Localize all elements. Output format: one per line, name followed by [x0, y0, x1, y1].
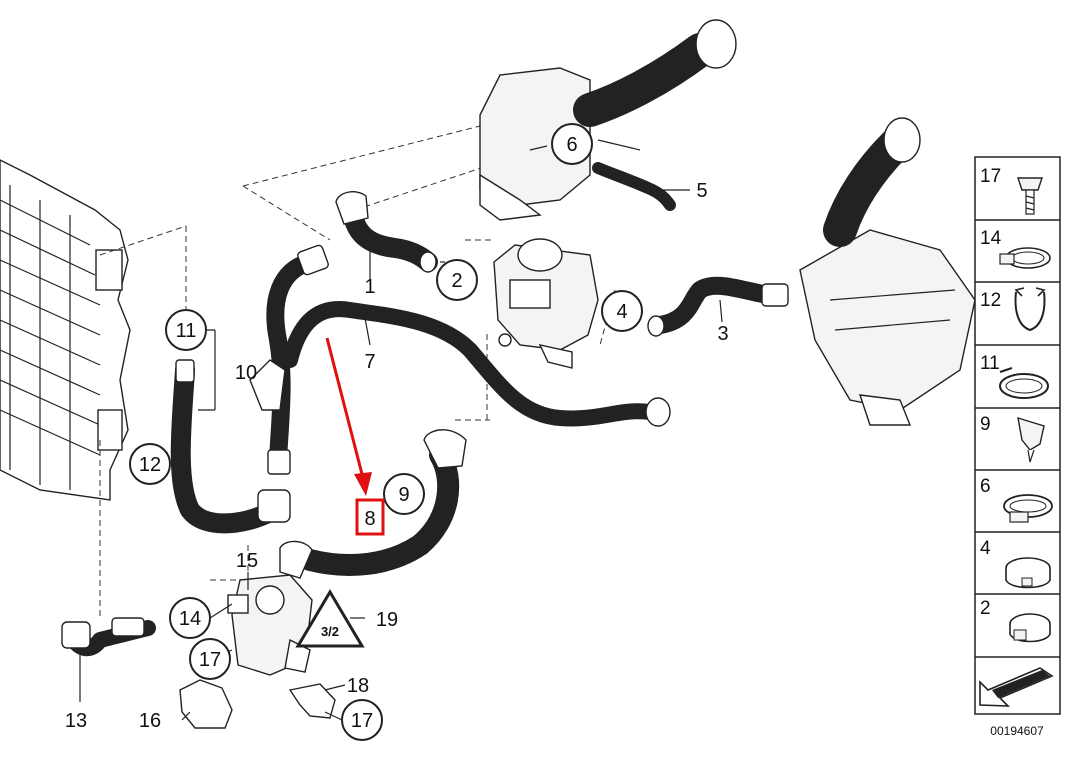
callout-12: 12 — [129, 443, 171, 485]
hose-7 — [282, 301, 671, 427]
svg-text:8: 8 — [364, 508, 375, 530]
hose-3 — [647, 276, 789, 337]
water-pump — [227, 574, 313, 676]
legend-item-4: 4 — [980, 538, 1051, 589]
svg-text:9: 9 — [398, 484, 409, 506]
legend-item-9: 9 — [980, 414, 1045, 463]
callout-9: 9 — [383, 473, 425, 515]
svg-text:4: 4 — [980, 538, 991, 559]
callout-2: 2 — [436, 259, 478, 301]
direction-arrow-icon — [979, 667, 1054, 707]
svg-text:11: 11 — [980, 353, 1000, 374]
svg-text:6: 6 — [566, 134, 577, 156]
callout-14: 14 — [169, 597, 211, 639]
clamp-icon — [1009, 613, 1051, 643]
red-arrow-icon — [325, 337, 372, 496]
svg-text:14: 14 — [179, 608, 201, 630]
svg-text:2: 2 — [451, 270, 462, 292]
callout-7: 7 — [364, 351, 375, 373]
callout-17b: 17 — [341, 699, 383, 741]
callout-5: 5 — [696, 180, 707, 202]
legend-item-6: 6 — [980, 476, 1053, 523]
hose-5 — [592, 162, 676, 211]
bracket-18 — [288, 683, 336, 719]
hose-1 — [335, 191, 438, 273]
hose-12 — [170, 359, 291, 534]
bracket-16 — [179, 679, 233, 729]
spring-clip-icon — [1014, 287, 1046, 332]
legend-item-14: 14 — [980, 228, 1051, 269]
svg-text:17: 17 — [199, 649, 221, 671]
legend-item-2: 2 — [980, 598, 1051, 643]
radiator — [0, 159, 131, 501]
reference-number: 00194607 — [990, 724, 1044, 738]
hose-9 — [279, 429, 467, 579]
turbo-intake-upper — [479, 19, 737, 221]
callout-1: 1 — [364, 276, 375, 298]
svg-text:14: 14 — [980, 228, 1002, 249]
svg-text:17: 17 — [351, 710, 373, 732]
callout-3: 3 — [717, 323, 728, 345]
callout-8-highlight: 8 — [355, 498, 385, 536]
callout-16: 16 — [139, 710, 161, 732]
screw-icon — [1017, 177, 1043, 215]
callout-13: 13 — [65, 710, 87, 732]
intercooler — [799, 117, 976, 426]
svg-text:3/2: 3/2 — [321, 624, 339, 639]
expansion-tank — [493, 238, 599, 369]
svg-text:12: 12 — [139, 454, 161, 476]
legend-item-12: 12 — [980, 287, 1046, 332]
svg-text:4: 4 — [616, 301, 627, 323]
hose-10 — [249, 244, 329, 475]
callout-4: 4 — [601, 290, 643, 332]
warning-triangle-icon: 3/2 — [295, 589, 365, 648]
clamp-icon — [999, 367, 1049, 399]
svg-text:2: 2 — [980, 598, 991, 619]
band-clamp-icon — [1005, 557, 1051, 589]
callout-11: 11 — [165, 309, 207, 351]
clip-icon — [1017, 416, 1045, 463]
callout-15: 15 — [236, 550, 258, 572]
svg-text:6: 6 — [980, 476, 991, 497]
svg-text:9: 9 — [980, 414, 991, 435]
svg-text:12: 12 — [980, 290, 1001, 311]
guide-lines — [99, 125, 616, 620]
legend-item-11: 11 — [980, 353, 1049, 399]
worm-clamp-icon — [1003, 494, 1053, 523]
callout-19: 19 — [376, 609, 398, 631]
hose-clamp-icon — [999, 247, 1051, 269]
callout-17a: 17 — [189, 638, 231, 680]
callout-18: 18 — [347, 675, 369, 697]
callout-10: 10 — [235, 362, 257, 384]
legend-item-17: 17 — [980, 166, 1043, 215]
svg-text:11: 11 — [176, 320, 197, 342]
callout-6: 6 — [551, 123, 593, 165]
svg-text:17: 17 — [980, 166, 1001, 187]
legend-panel: 17 14 12 — [974, 156, 1061, 715]
hose-13 — [61, 617, 156, 657]
